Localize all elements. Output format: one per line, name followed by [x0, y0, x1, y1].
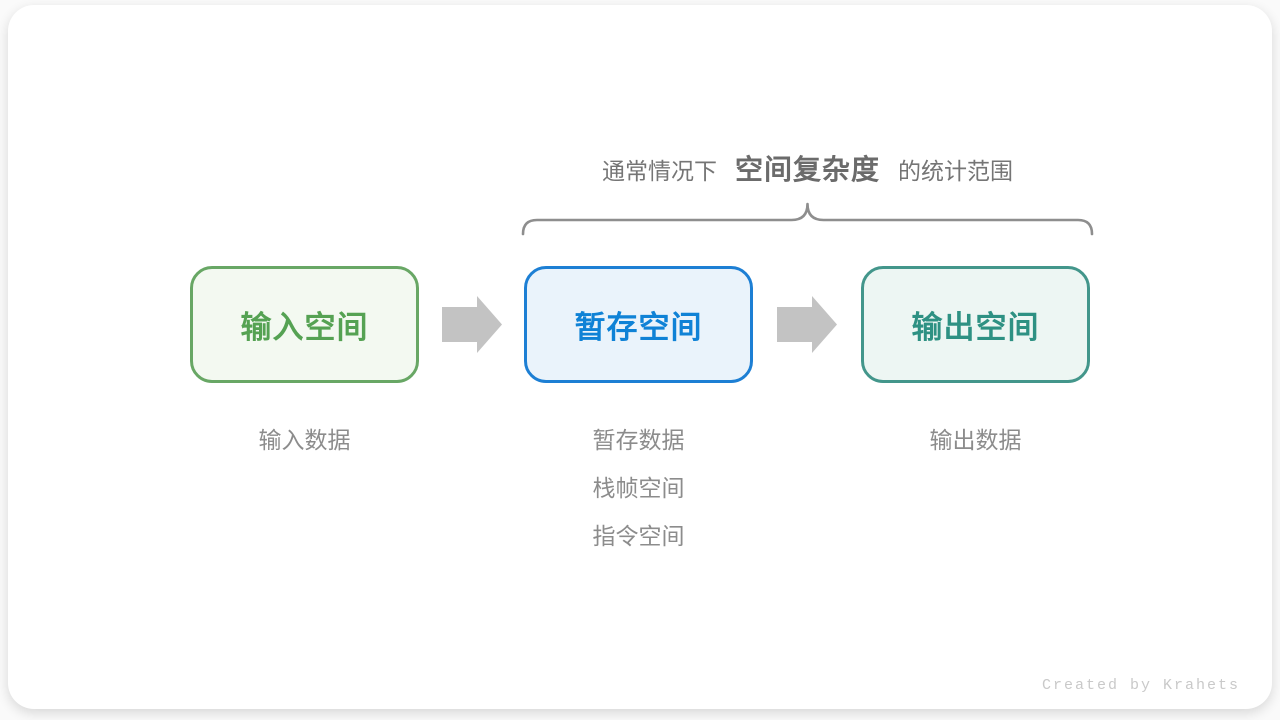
arrow-right-icon	[442, 296, 502, 353]
caption-prefix: 通常情况下	[601, 158, 717, 184]
box-temporary-space: 暂存空间	[524, 266, 753, 383]
box-temporary-space-label: 暂存空间	[574, 310, 703, 345]
note-line: 输入数据	[258, 427, 351, 453]
scope-caption: 通常情况下 空间复杂度 的统计范围	[520, 148, 1095, 186]
arrow-right-icon	[777, 296, 837, 353]
box-input-space: 输入空间	[190, 266, 419, 383]
box-output-space: 输出空间	[861, 266, 1090, 383]
box-output-space-label: 输出空间	[911, 310, 1040, 345]
credit-text: Created by Krahets	[1041, 677, 1240, 694]
note-line: 暂存数据	[592, 427, 685, 453]
note-line: 指令空间	[592, 523, 685, 549]
box-input-space-label: 输入空间	[240, 310, 369, 345]
note-line: 栈帧空间	[592, 475, 685, 501]
note-line: 输出数据	[929, 427, 1022, 453]
notes-temporary: 暂存数据 栈帧空间 指令空间	[524, 416, 753, 560]
caption-highlight: 空间复杂度	[734, 154, 880, 185]
curly-brace-icon	[521, 202, 1094, 236]
notes-output: 输出数据	[861, 416, 1090, 464]
notes-input: 输入数据	[190, 416, 419, 464]
caption-suffix: 的统计范围	[898, 158, 1013, 184]
